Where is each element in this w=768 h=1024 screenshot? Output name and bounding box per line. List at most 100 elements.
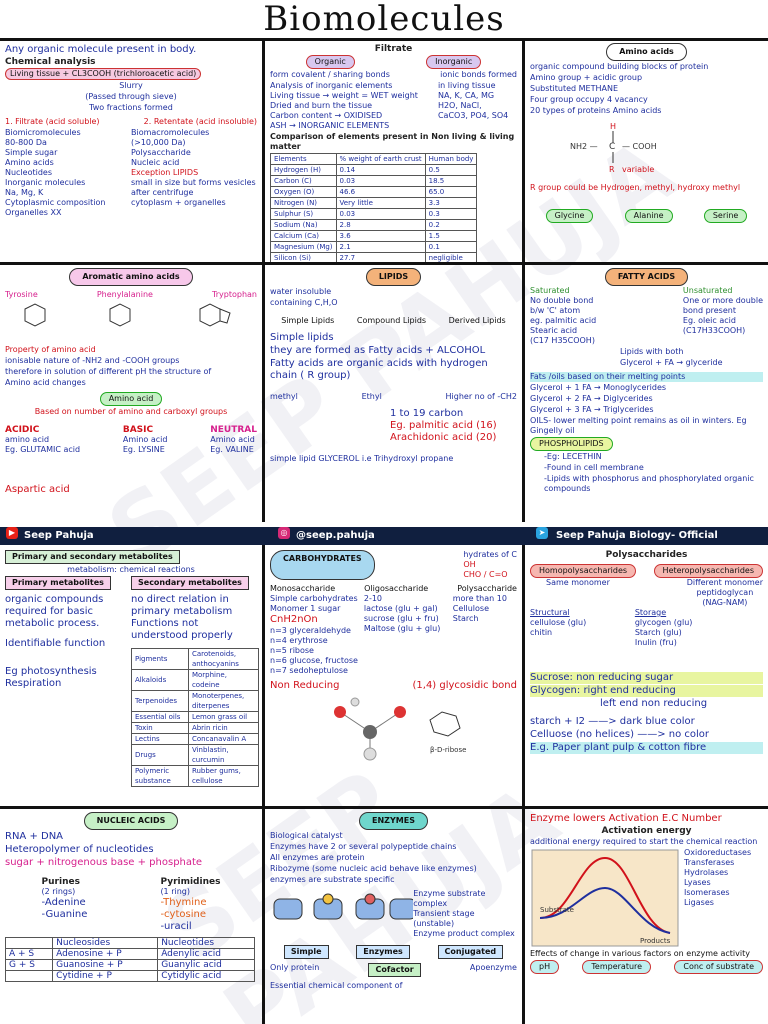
list-item: Amino acids (5, 158, 54, 167)
lipid-bullet: Fatty acids are organic acids with hydro… (270, 358, 488, 381)
cell: Morphine, codeine (187, 669, 260, 691)
cell: Cytidylic acid (157, 970, 255, 982)
panel-nucleic-acids: NUCLEIC ACIDS RNA + DNA Heteropolymer of… (0, 809, 262, 1024)
class-example: Eg. GLUTAMIC acid (5, 445, 81, 454)
phospho-item: -Eg: LECETHIN (544, 452, 602, 461)
metab-columns: Primary metabolites organic compounds re… (5, 576, 260, 787)
saturated-col: Saturated No double bond b/w 'C' atom eg… (530, 286, 596, 346)
cofactor-label: Cofactor (368, 963, 421, 977)
list-item: in living tissue (437, 81, 496, 90)
cell: Silicon (Si) (270, 252, 337, 262)
secondary-item: Functions not understood properly (131, 618, 233, 641)
cell: Alkaloids (131, 669, 189, 691)
cell: 0.5 (424, 164, 478, 176)
saccharide-types: Monosaccharide Oligosaccharide Polysacch… (270, 584, 517, 594)
cell: Lectins (131, 733, 189, 745)
class-example: Eg. LYSINE (122, 445, 165, 454)
hydrate-line: CHO / C=O (463, 570, 508, 579)
list-item: n=4 erythrose (270, 636, 328, 645)
structural-label: Structural (530, 608, 570, 617)
class-item: Hydrolases (684, 868, 729, 877)
ash-step: Dried and burn the tissue (270, 101, 373, 110)
list-item: Maltose (glu + glu) (363, 624, 441, 633)
panel-biomolecules-intro: Any organic molecule present in body. Ch… (0, 40, 262, 262)
cell: 1.5 (424, 230, 478, 242)
list-item: cellulose (glu) (530, 618, 587, 627)
bond-types: form covalent / sharing bonds ionic bond… (270, 70, 517, 80)
hetero-line: peptidoglycan (696, 588, 754, 597)
fatty-acids-title: FATTY ACIDS (604, 268, 689, 286)
divider (262, 38, 265, 522)
aromatic-title: Aromatic amino acids (69, 268, 193, 286)
panel-filtrate: Filtrate Organic Inorganic form covalent… (265, 40, 522, 262)
ethyl-label: Ethyl (361, 392, 382, 401)
struct-storage: Structural cellulose (glu) chitin Storag… (530, 608, 763, 648)
hydrates-note: hydrates of C OH CHO / C=O (463, 550, 517, 580)
cell: A + S (4, 948, 54, 960)
ash-step: ASH → INORGANIC ELEMENTS (270, 121, 390, 130)
list-item: Nucleic acid (131, 158, 180, 167)
activation-energy-title: Activation energy (601, 826, 692, 836)
simple-label: Simple (283, 945, 329, 959)
factors: pH Temperature Conc of substrate (530, 960, 763, 974)
chemical-analysis: Chemical analysis (5, 57, 96, 67)
fa-item: No double bond (530, 296, 594, 305)
enzyme-bullet: Enzymes have 2 or several polypeptide ch… (270, 842, 457, 851)
tryptophan-label: Tryptophan (212, 290, 257, 299)
lipid-line: containing C,H,O (270, 298, 338, 307)
lipids-title: LIPIDS (365, 268, 422, 286)
cell: Carbon (C) (270, 175, 337, 187)
cell: 18.5 (424, 175, 478, 187)
list-item: more than 10 (452, 594, 507, 603)
list-item: CaCO3, PO4, SO4 (437, 111, 509, 120)
base-item: -cytosine (160, 909, 206, 920)
step-item: Enzyme product complex (413, 929, 515, 938)
serine-label: Serine (703, 209, 748, 223)
hetero-line: Different monomer (686, 578, 763, 587)
basic-col: BASIC Amino acid Eg. LYSINE (123, 425, 168, 455)
metabolites-title: Primary and secondary metabolites (5, 550, 180, 564)
svg-text:NH2 —: NH2 — (570, 142, 598, 151)
derived-lipids: Derived Lipids (448, 316, 506, 325)
cell: 27.7 (335, 252, 426, 262)
organic-label: Organic (305, 55, 355, 69)
hydrate-line: hydrates of C (463, 550, 517, 559)
fa-item: Stearic acid (530, 326, 578, 335)
list-item: cytoplasm + organelles (131, 198, 226, 207)
phospho-wrap: PHOSPHOLIPIDS (530, 437, 763, 451)
bases: Purines (2 rings) -Adenine -Guanine Pyri… (5, 877, 257, 933)
panel-fatty-acids: FATTY ACIDS Saturated No double bond b/w… (525, 265, 768, 527)
living-tissue-line: Living tissue + CL3COOH (trichloroacetic… (5, 68, 257, 80)
cell: 0.2 (424, 219, 478, 231)
glyceride-item: Glycerol + 3 FA → Triglycerides (530, 405, 654, 414)
temperature-label: Temperature (582, 960, 652, 974)
class-example: Eg. VALINE (210, 445, 254, 454)
carbon-item: Arachidonic acid (20) (390, 432, 497, 443)
slurry: Slurry (119, 81, 143, 90)
glyceride-item: Glycerol + 2 FA → Diglycerides (530, 394, 653, 403)
energy-curve-icon: Substrate Products (531, 849, 679, 947)
enzyme-bullet: All enzymes are protein (270, 853, 365, 862)
oligo-list: 2-10 lactose (glu + gal) sucrose (glu + … (364, 594, 453, 676)
na-line: RNA + DNA (5, 831, 64, 842)
table-header: Elements % weight of earth crust Human b… (270, 153, 478, 165)
property-heading: Property of amino acid (5, 345, 96, 354)
homo-label: Homopolysaccharides (530, 564, 637, 578)
step-item: Enzyme substrate complex (413, 889, 486, 908)
svg-text:R: R (609, 165, 615, 174)
poly-defs: Same monomer Different monomer peptidogl… (530, 578, 763, 608)
list-item: Monomer 1 sugar (270, 604, 341, 613)
cell: Carotenoids, anthocyanins (187, 648, 260, 670)
secondary-heading: Secondary metabolites (131, 576, 249, 590)
carb-header: CARBOHYDRATES hydrates of C OH CHO / C=O (270, 550, 517, 580)
base-item: -uracil (160, 921, 192, 932)
list-item: Cytoplasmic composition (5, 198, 106, 207)
enz-cloud-wrap: ENZYMES (270, 812, 517, 830)
fa-cloud-wrap: FATTY ACIDS (530, 268, 763, 286)
